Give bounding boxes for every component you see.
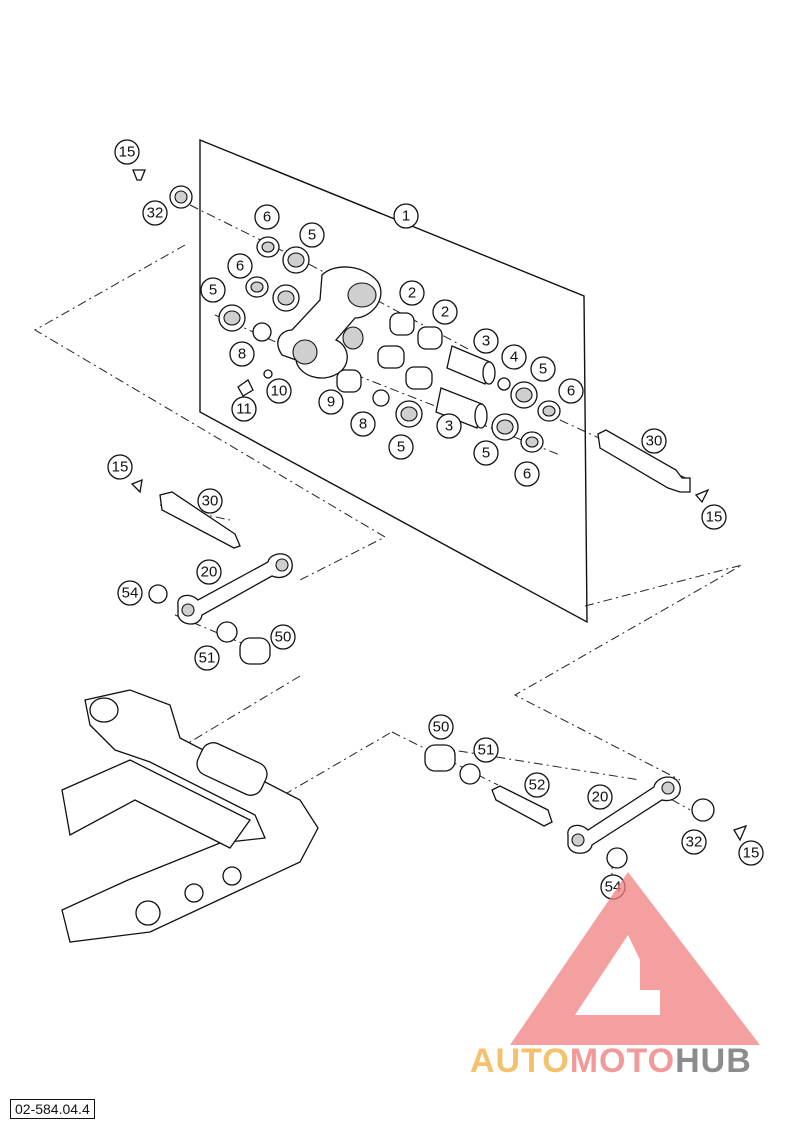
callout-9: 9 — [318, 389, 344, 415]
callout-2-b: 2 — [432, 299, 458, 325]
callout-30-a: 30 — [641, 428, 667, 454]
callout-6-d: 6 — [514, 461, 540, 487]
svg-text:8: 8 — [238, 346, 246, 363]
callout-54-a: 54 — [117, 580, 143, 606]
callout-6-a: 6 — [254, 204, 280, 230]
svg-text:15: 15 — [706, 509, 723, 526]
callout-4: 4 — [501, 344, 527, 370]
svg-text:5: 5 — [482, 445, 490, 462]
svg-text:9: 9 — [327, 394, 335, 411]
callout-10: 10 — [266, 378, 292, 404]
svg-text:4: 4 — [510, 349, 518, 366]
svg-text:3: 3 — [482, 333, 490, 350]
lower-bushing-parts — [148, 584, 748, 869]
callout-3-b: 3 — [436, 413, 462, 439]
callout-11: 11 — [231, 396, 257, 422]
svg-text:6: 6 — [263, 209, 271, 226]
svg-text:8: 8 — [359, 416, 367, 433]
svg-text:10: 10 — [271, 383, 288, 400]
svg-text:2: 2 — [408, 285, 416, 302]
svg-text:30: 30 — [646, 433, 663, 450]
svg-text:20: 20 — [592, 789, 609, 806]
bearing-parts — [132, 169, 561, 453]
watermark-logo-mark — [510, 872, 760, 1045]
callout-5-b: 5 — [200, 277, 226, 303]
callout-5-d: 5 — [388, 434, 414, 460]
callout-2-a: 2 — [399, 280, 425, 306]
callout-15-c: 15 — [701, 504, 727, 530]
link-arm-parts — [177, 553, 681, 854]
callout-8-a: 8 — [229, 341, 255, 367]
svg-text:5: 5 — [308, 227, 316, 244]
callout-20-a: 20 — [196, 559, 222, 585]
svg-text:15: 15 — [743, 845, 760, 862]
svg-text:11: 11 — [236, 401, 252, 418]
svg-text:32: 32 — [686, 834, 703, 851]
assembly-outline-frame — [199, 138, 588, 624]
svg-text:50: 50 — [433, 719, 450, 736]
callout-5-a: 5 — [299, 222, 325, 248]
svg-text:51: 51 — [199, 650, 216, 667]
svg-text:5: 5 — [539, 361, 547, 378]
svg-text:2: 2 — [441, 304, 449, 321]
diagram-reference-code: 02-584.04.4 — [10, 1099, 95, 1119]
callout-50-b: 50 — [428, 714, 454, 740]
callout-1: 1 — [393, 203, 419, 229]
svg-text:51: 51 — [478, 742, 495, 759]
callout-15-b: 15 — [107, 454, 133, 480]
callout-32-b: 32 — [681, 829, 707, 855]
svg-text:32: 32 — [147, 205, 164, 222]
callout-51-b: 51 — [473, 737, 499, 763]
svg-text:20: 20 — [201, 564, 218, 581]
callout-32-a: 32 — [142, 200, 168, 226]
callout-15-d: 15 — [738, 840, 764, 866]
svg-text:5: 5 — [209, 282, 217, 299]
svg-text:52: 52 — [529, 777, 546, 794]
svg-text:50: 50 — [275, 629, 292, 646]
svg-text:15: 15 — [112, 459, 129, 476]
bolt-parts — [130, 429, 710, 549]
svg-text:6: 6 — [236, 258, 244, 275]
svg-text:6: 6 — [523, 466, 531, 483]
callout-51-a: 51 — [194, 645, 220, 671]
callout-50-a: 50 — [270, 624, 296, 650]
svg-text:15: 15 — [119, 144, 136, 161]
svg-text:5: 5 — [397, 439, 405, 456]
svg-text:54: 54 — [122, 585, 139, 602]
callout-5-c: 5 — [530, 356, 556, 382]
callout-5-e: 5 — [473, 440, 499, 466]
svg-text:3: 3 — [445, 418, 453, 435]
callout-52: 52 — [524, 772, 550, 798]
callout-8-b: 8 — [350, 411, 376, 437]
svg-text:6: 6 — [567, 383, 575, 400]
callout-15-a: 15 — [114, 139, 140, 165]
watermark-brand-text: AUTOMOTOHUB — [470, 1042, 752, 1080]
callout-30-b: 30 — [197, 488, 223, 514]
callout-6-b: 6 — [227, 253, 253, 279]
linkage-rocker-part — [277, 266, 382, 379]
callout-20-b: 20 — [587, 784, 613, 810]
svg-text:30: 30 — [202, 493, 219, 510]
callout-3-a: 3 — [473, 328, 499, 354]
svg-text:1: 1 — [402, 208, 410, 225]
swingarm-part — [61, 689, 319, 943]
callout-6-c: 6 — [558, 378, 584, 404]
